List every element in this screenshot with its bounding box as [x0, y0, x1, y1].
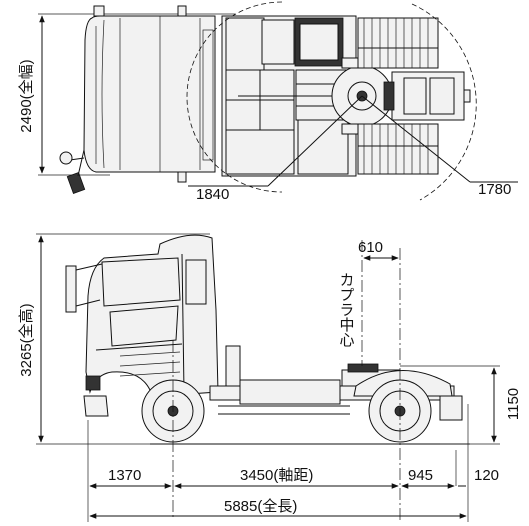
- side-view: 3265(全高): [17, 233, 522, 522]
- side-mirror-top: [59, 149, 86, 195]
- rear-swing-radius-label: 1780: [478, 181, 511, 198]
- rear-axle-top: [383, 71, 471, 121]
- rear-wheels-top: [357, 17, 439, 175]
- coupler-center-label: カプラ中心: [338, 272, 355, 347]
- cab-top: [83, 5, 216, 183]
- coupler-height-label: 1150: [505, 388, 522, 420]
- front-overhang-label: 1370: [108, 467, 141, 484]
- mirror-side: [65, 263, 103, 313]
- chassis-top: [221, 15, 470, 177]
- rear-wheel-side: [353, 370, 453, 443]
- rear-overhang-label: 120: [474, 467, 499, 484]
- top-view: 2490(全幅): [17, 1, 518, 203]
- height-label: 3265(全高): [17, 303, 35, 376]
- rear-swing-arc: [411, 3, 477, 201]
- cab-side: [83, 234, 219, 417]
- overall-length-label: 5885(全長): [224, 497, 297, 515]
- wheelbase-label: 3450(軸距): [240, 467, 313, 484]
- rear-to-coupler-label: 945: [408, 467, 433, 484]
- front-swing-arc: [186, 1, 283, 193]
- width-label: 2490(全幅): [17, 59, 35, 132]
- front-swing-radius-label: 1840: [196, 186, 229, 203]
- coupler-offset-label: 610: [358, 239, 383, 256]
